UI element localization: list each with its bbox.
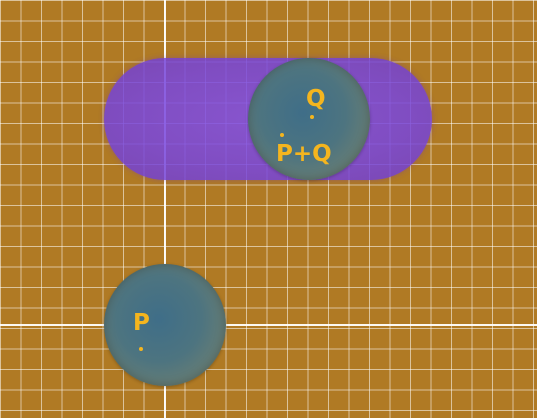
y-axis-line	[164, 0, 166, 418]
point-sum-marker	[280, 133, 284, 137]
point-q-disk[interactable]	[248, 58, 370, 180]
point-p-disk[interactable]	[104, 264, 226, 386]
point-q-label: Q	[306, 86, 326, 112]
point-p-marker	[139, 347, 143, 351]
x-axis-line	[0, 324, 537, 326]
point-q-marker	[310, 115, 314, 119]
point-p-label: P	[133, 310, 150, 336]
point-sum-label: P+Q	[276, 141, 332, 167]
